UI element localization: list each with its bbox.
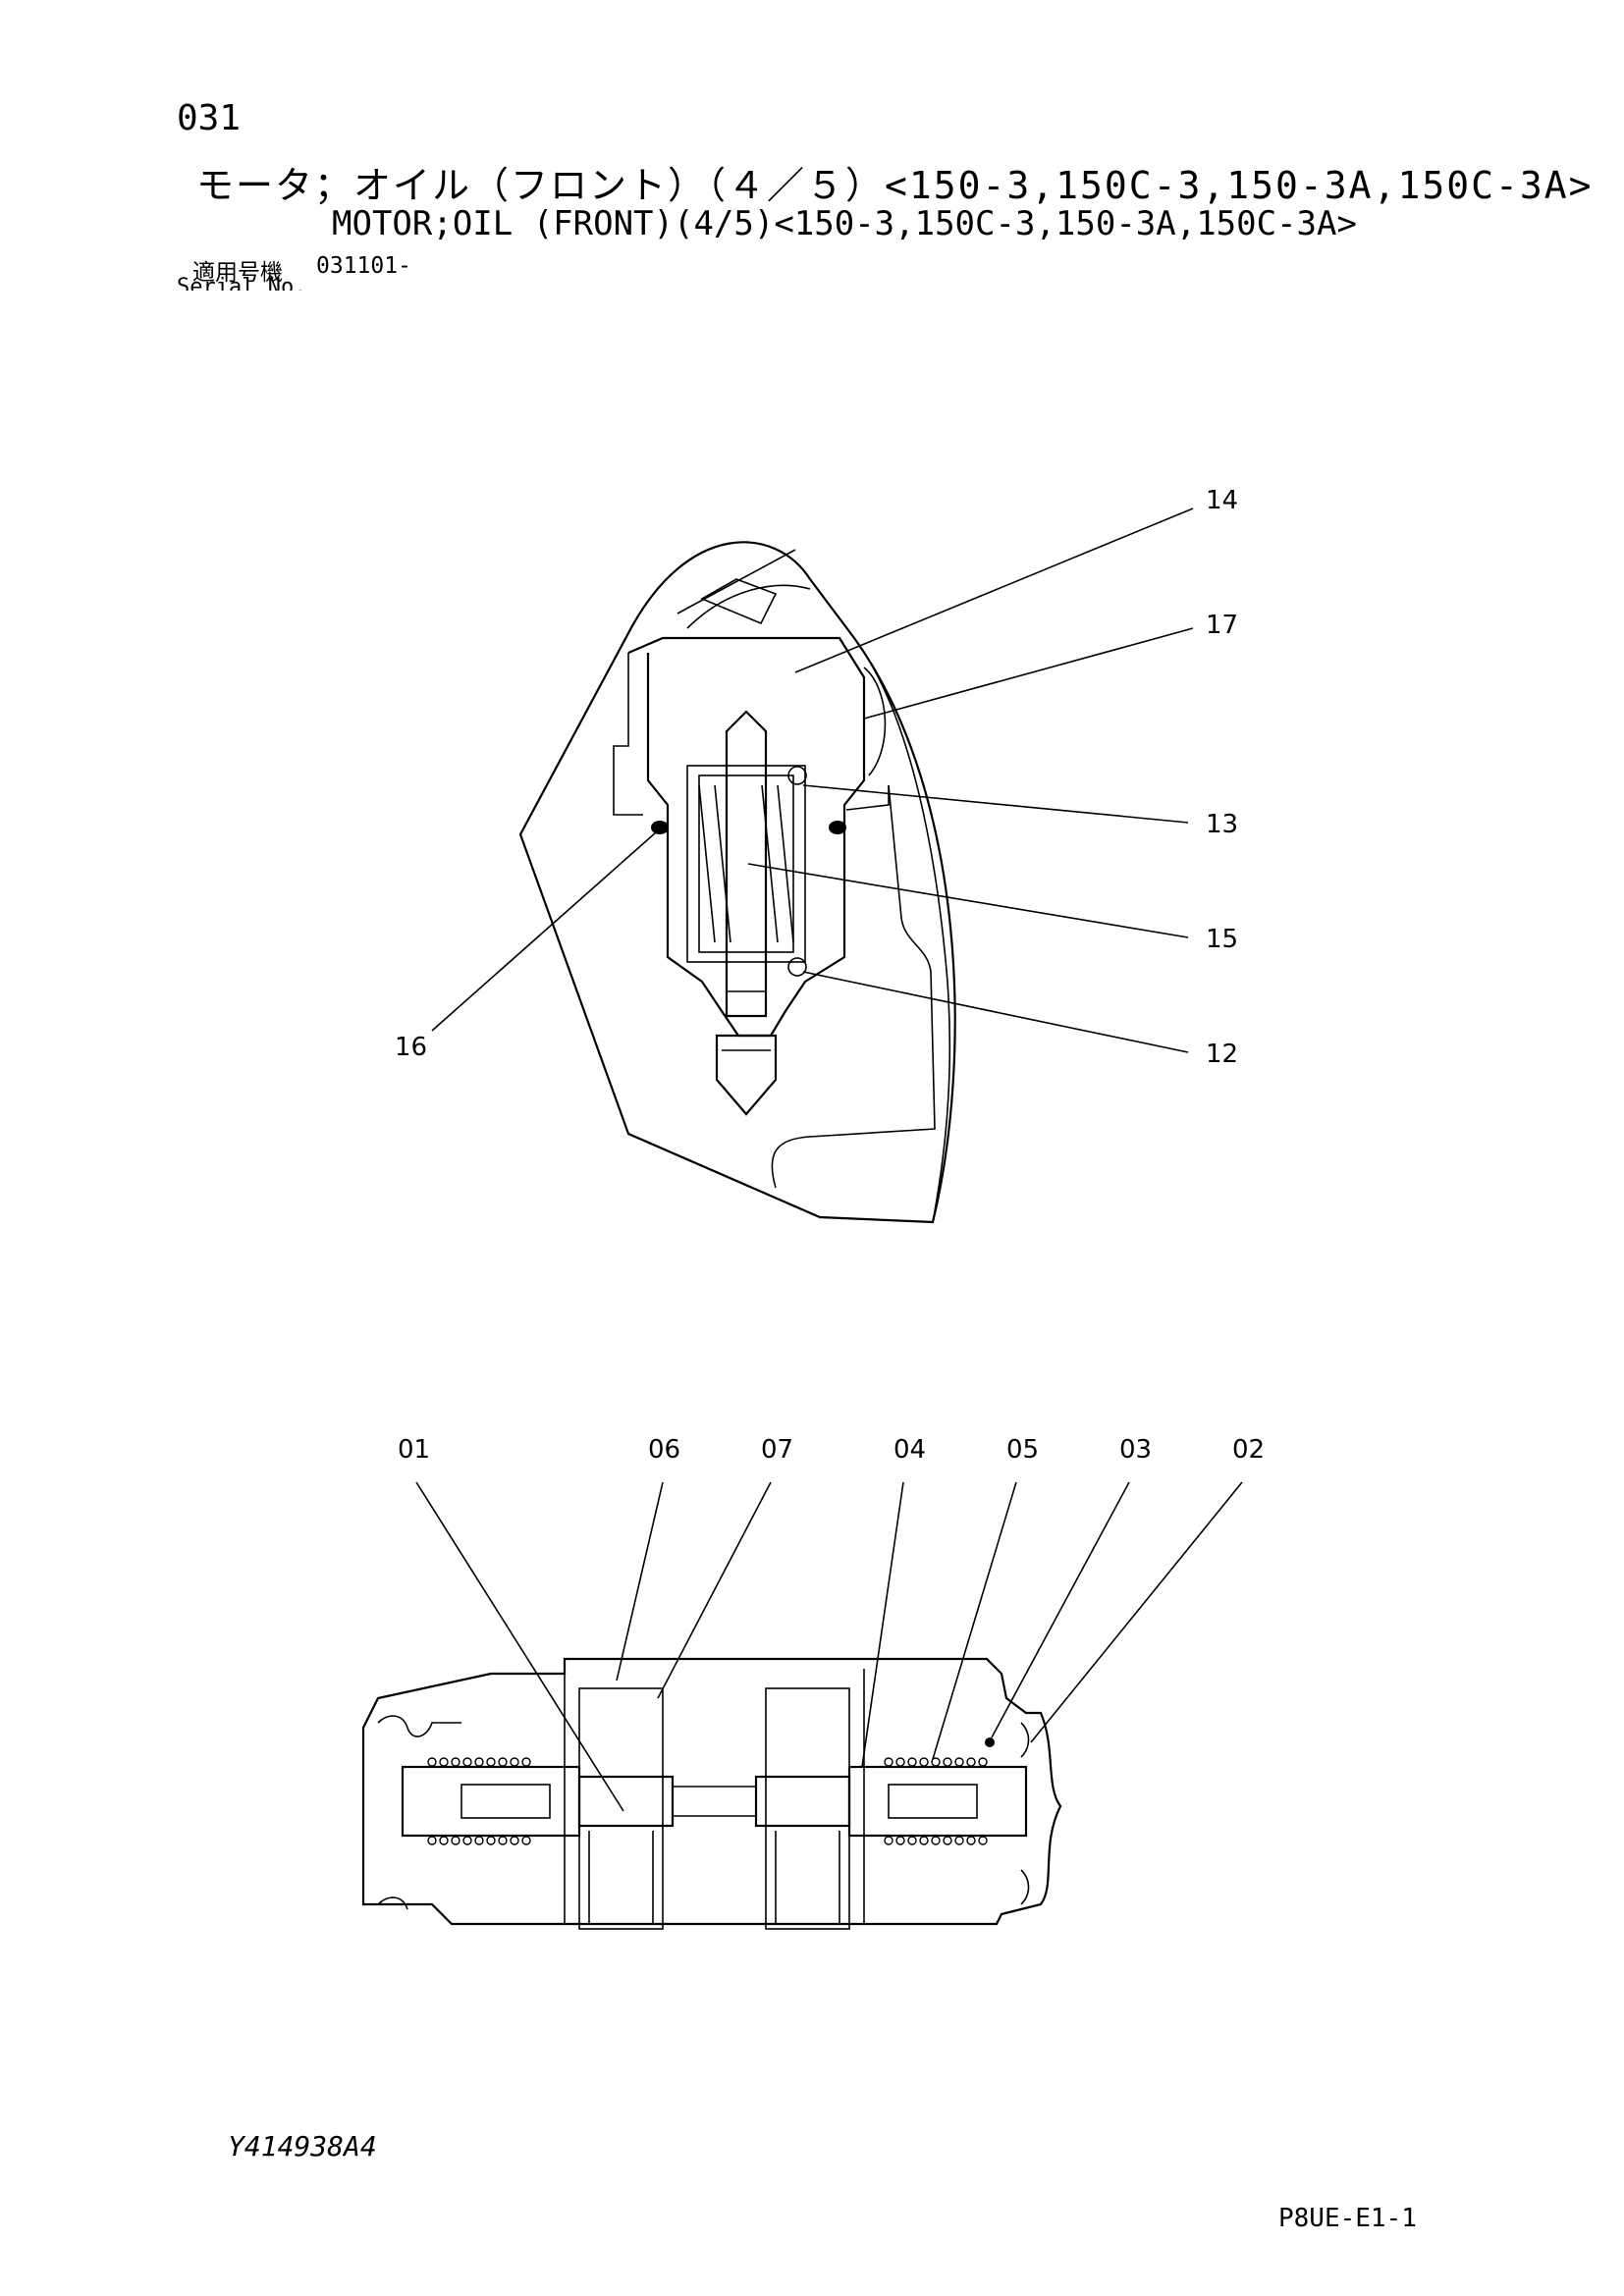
callout-05: 05 [1006, 1435, 1039, 1465]
title-english: MOTOR;OIL (FRONT)(4/5)<150-3,150C-3,150-… [332, 204, 1357, 243]
callout-07: 07 [761, 1435, 793, 1465]
callout-12: 12 [1206, 1040, 1238, 1069]
serial-value: 031101- [316, 253, 411, 279]
callout-06: 06 [648, 1435, 680, 1465]
upper-assembly-drawing: 14 17 13 15 12 16 [395, 486, 1238, 1224]
callout-15: 15 [1206, 925, 1238, 954]
document-id: Y414938A4 [228, 2130, 377, 2163]
callout-16: 16 [395, 1033, 427, 1062]
serial-label: 適用号機 [192, 260, 283, 286]
callout-14: 14 [1206, 486, 1238, 515]
callout-03: 03 [1119, 1435, 1152, 1465]
callout-13: 13 [1206, 810, 1238, 839]
callout-01: 01 [398, 1435, 430, 1465]
lower-assembly-drawing: 01 06 07 04 05 03 02 [361, 1435, 1265, 1930]
serial-sublabel: Serial No. [177, 277, 307, 291]
section-number: 031 [177, 98, 242, 138]
callout-02: 02 [1232, 1435, 1265, 1465]
callout-04: 04 [893, 1435, 926, 1465]
page-code: P8UE-E1-1 [1278, 2204, 1417, 2233]
callout-17: 17 [1206, 611, 1238, 640]
title-japanese: モータ；オイル（フロント）（４／５）<150-3,150C-3,150-3A,1… [196, 164, 1594, 207]
